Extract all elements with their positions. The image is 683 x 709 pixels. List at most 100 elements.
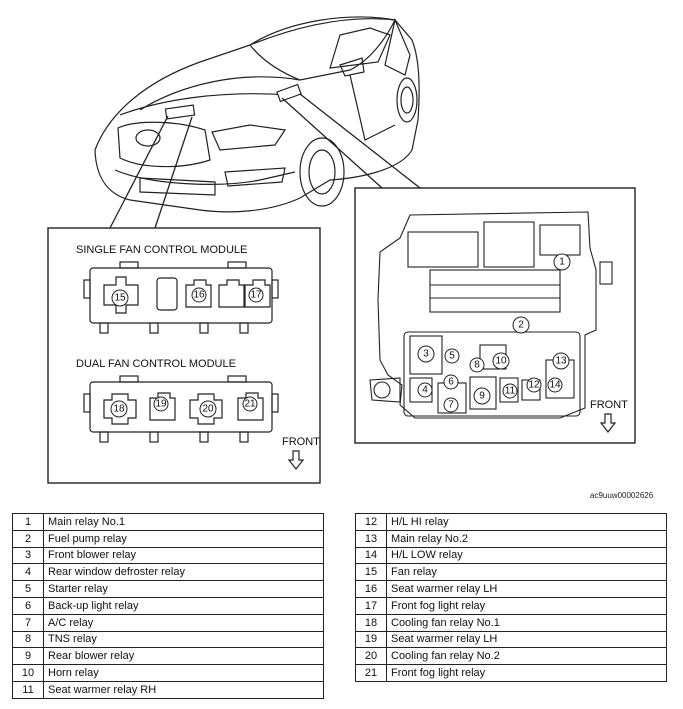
dual-fan-label: DUAL FAN CONTROL MODULE (76, 358, 236, 370)
svg-text:12: 12 (528, 380, 540, 391)
callout-3: 3 (417, 345, 435, 363)
svg-text:15: 15 (114, 293, 126, 304)
relay-name: Fan relay (386, 563, 667, 582)
relay-number: 15 (355, 563, 387, 582)
front-label-left: FRONT (282, 436, 320, 448)
relay-name: Front blower relay (43, 546, 324, 565)
svg-text:17: 17 (250, 290, 262, 301)
fan-module-panel (47, 227, 321, 484)
relay-location-diagram: SINGLE FAN CONTROL MODULE DUAL FAN CONTR… (47, 16, 636, 484)
relay-number: 17 (355, 596, 387, 615)
svg-text:7: 7 (448, 400, 454, 411)
svg-text:11: 11 (505, 386, 516, 397)
svg-text:10: 10 (495, 356, 507, 367)
figure-code: ac9uuw00002626 (590, 491, 654, 500)
callout-9: 9 (473, 387, 491, 405)
svg-text:5: 5 (449, 351, 455, 362)
callout-8: 8 (469, 357, 485, 373)
relay-name: Seat warmer relay LH (386, 630, 667, 649)
leader-lines (109, 93, 421, 229)
callouts: 1 2 3 4 5 6 7 8 9 10 11 12 13 14 15 16 1… (110, 253, 571, 418)
relay-number: 21 (355, 664, 387, 682)
vehicle-illustration (94, 16, 420, 213)
relay-name: Cooling fan relay No.1 (386, 613, 667, 632)
junction-box (369, 211, 613, 419)
relay-number: 8 (12, 630, 44, 649)
front-arrow-icon-left (287, 450, 305, 470)
callout-20: 20 (199, 400, 217, 418)
callout-2: 2 (512, 316, 530, 334)
relay-number: 5 (12, 580, 44, 598)
relay-name: Cooling fan relay No.2 (386, 647, 667, 666)
relay-name: H/L HI relay (386, 513, 667, 531)
single-fan-module (83, 261, 279, 334)
callout-19: 19 (153, 396, 169, 412)
svg-text:13: 13 (555, 356, 567, 367)
relay-name: A/C relay (43, 613, 324, 632)
svg-text:16: 16 (193, 290, 205, 301)
callout-10: 10 (492, 352, 510, 370)
relay-number: 16 (355, 580, 387, 598)
callout-13: 13 (552, 352, 570, 370)
relay-number: 2 (12, 529, 44, 548)
svg-text:8: 8 (474, 360, 480, 371)
callout-1: 1 (553, 253, 571, 271)
relay-name: Fuel pump relay (43, 529, 324, 548)
relay-number: 9 (12, 647, 44, 666)
single-fan-label: SINGLE FAN CONTROL MODULE (76, 244, 247, 256)
svg-text:18: 18 (113, 404, 125, 415)
relay-number: 19 (355, 630, 387, 649)
relay-name: Seat warmer relay LH (386, 580, 667, 598)
svg-text:4: 4 (422, 385, 428, 396)
front-label-right: FRONT (590, 399, 628, 411)
dual-fan-module (83, 375, 279, 443)
relay-number: 13 (355, 529, 387, 548)
relay-number: 11 (12, 680, 44, 699)
junction-box-panel (354, 187, 636, 444)
relay-number: 20 (355, 647, 387, 666)
callout-11: 11 (502, 383, 518, 399)
relay-number: 14 (355, 546, 387, 565)
relay-name: Main relay No.1 (43, 513, 324, 531)
relay-name: Front fog light relay (386, 664, 667, 682)
callout-21: 21 (242, 396, 258, 412)
callout-14: 14 (547, 377, 563, 393)
relay-number: 12 (355, 513, 387, 531)
relay-number: 3 (12, 546, 44, 565)
front-arrow-icon-right (599, 413, 617, 433)
svg-text:21: 21 (244, 399, 256, 410)
relay-number: 18 (355, 613, 387, 632)
svg-text:14: 14 (549, 380, 561, 391)
svg-text:19: 19 (155, 399, 167, 410)
svg-text:9: 9 (479, 391, 485, 402)
callout-18: 18 (110, 400, 128, 418)
svg-text:6: 6 (448, 377, 454, 388)
relay-name: Main relay No.2 (386, 529, 667, 548)
callout-16: 16 (191, 287, 207, 303)
relay-number: 4 (12, 563, 44, 582)
relay-name: Rear window defroster relay (43, 563, 324, 582)
relay-number: 6 (12, 596, 44, 615)
relay-number: 1 (12, 513, 44, 531)
relay-name: H/L LOW relay (386, 546, 667, 565)
relay-name: Back-up light relay (43, 596, 324, 615)
callout-4: 4 (417, 382, 433, 398)
